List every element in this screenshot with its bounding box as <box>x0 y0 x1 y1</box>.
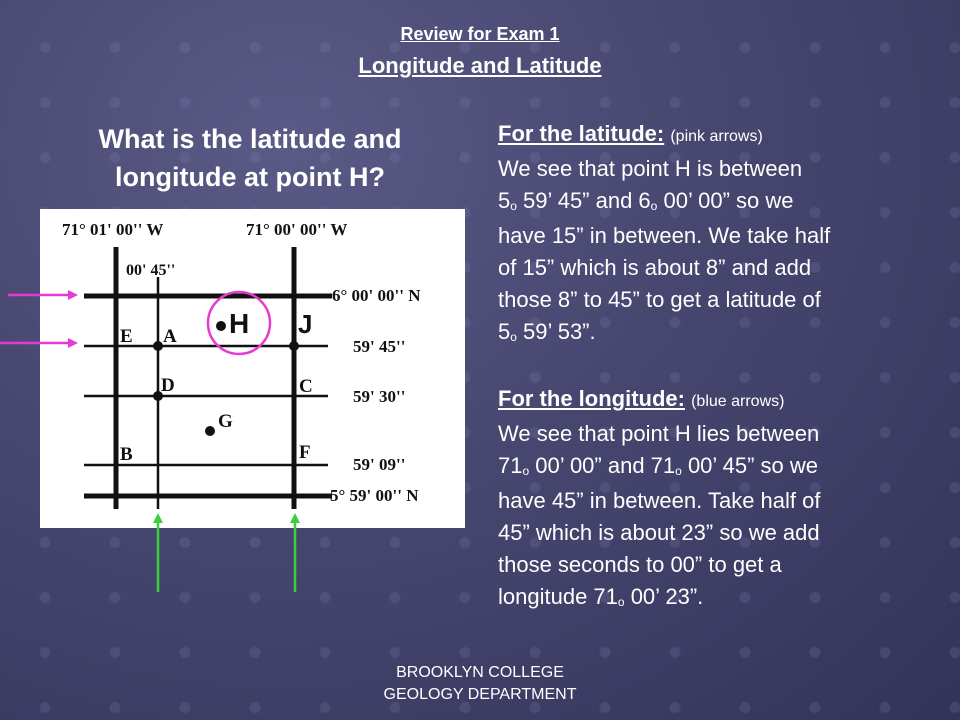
lat-label-2: 59' 45'' <box>353 337 405 356</box>
point-f-label: F <box>299 442 311 463</box>
lat-label-4: 59' 09'' <box>353 455 405 474</box>
lat-label-3: 59' 30'' <box>353 387 405 406</box>
question-text: What is the latitude and longitude at po… <box>98 124 402 192</box>
degree-mark: o <box>510 330 517 344</box>
degree-mark: o <box>510 199 517 213</box>
latitude-heading-line: For the latitude: (pink arrows) <box>498 118 938 153</box>
point-j-label: J <box>298 309 312 339</box>
slide-title: Review for Exam 1 <box>400 24 560 44</box>
lon-label-mid: 00' 45'' <box>126 262 175 279</box>
longitude-note: (blue arrows) <box>691 393 785 410</box>
longitude-line-1: We see that point H lies between <box>498 421 820 446</box>
green-arrow-left-head <box>153 513 163 523</box>
latitude-line-2-part-a: 5 <box>498 188 511 213</box>
arrow-overlay <box>0 290 300 592</box>
latitude-line-2: 5o 59’ 45” and 6o 00’ 00” so we <box>498 185 938 220</box>
lat-label-bottom: 5° 59' 00'' N <box>330 486 419 505</box>
latitude-line-2-part-b: 59’ 45” and 6 <box>516 188 651 213</box>
point-d-label: D <box>161 375 175 396</box>
point-a-label: A <box>163 326 177 347</box>
latitude-line-4: of 15” which is about 8” and add <box>498 255 812 280</box>
longitude-line-6-part-b: 00’ 23”. <box>624 584 704 609</box>
latitude-line-6-part-a: 5 <box>498 319 511 344</box>
footer-line-2: GEOLOGY DEPARTMENT <box>383 686 577 703</box>
longitude-heading-line: For the longitude: (blue arrows) <box>498 383 938 418</box>
point-g-dot <box>205 426 215 436</box>
longitude-line-2-part-c: 00’ 45” so we <box>681 453 818 478</box>
section-spacer <box>498 351 938 383</box>
latitude-line-6: 5o 59’ 53”. <box>498 316 938 351</box>
pink-arrow-upper-head <box>68 290 78 300</box>
point-h-highlight-circle <box>206 290 272 356</box>
longitude-line-6: longitude 71o 00’ 23”. <box>498 581 938 616</box>
latitude-line-1: We see that point H is between <box>498 156 803 181</box>
explanation-column: For the latitude: (pink arrows) We see t… <box>498 118 938 616</box>
longitude-heading: For the longitude: <box>498 386 685 411</box>
pink-arrow-lower-head <box>68 338 78 348</box>
point-h-label: H <box>229 308 249 339</box>
degree-mark: o <box>650 199 658 213</box>
degree-mark: o <box>617 595 625 609</box>
point-b-label: B <box>120 444 133 465</box>
lat-label-top: 6° 00' 00'' N <box>332 286 421 305</box>
longitude-line-3: have 45” in between. Take half of <box>498 488 821 513</box>
point-d-dot <box>153 391 163 401</box>
longitude-line-2-part-a: 71 <box>498 453 523 478</box>
longitude-line-2-part-b: 00’ 00” and 71 <box>529 453 676 478</box>
grid-map-svg: 71° 01' 00'' W 71° 00' 00'' W 00' 45'' 6… <box>62 220 421 509</box>
latitude-line-2-part-c: 00’ 00” so we <box>657 188 794 213</box>
latitude-line-3: have 15” in between. We take half <box>498 223 831 248</box>
longitude-line-5: those seconds to 00” to get a <box>498 552 782 577</box>
degree-mark: o <box>522 464 530 478</box>
point-h-dot <box>216 321 226 331</box>
lon-label-west: 71° 01' 00'' W <box>62 220 163 239</box>
footer: BROOKLYN COLLEGE GEOLOGY DEPARTMENT <box>0 662 960 706</box>
point-a-dot <box>153 341 163 351</box>
slide-subtitle: Longitude and Latitude <box>358 53 602 78</box>
grid-map: 71° 01' 00'' W 71° 00' 00'' W 00' 45'' 6… <box>40 209 465 528</box>
point-e-label: E <box>120 326 133 347</box>
latitude-line-5: those 8” to 45” to get a latitude of <box>498 287 821 312</box>
green-arrow-right-head <box>290 513 300 523</box>
latitude-note: (pink arrows) <box>670 128 763 145</box>
degree-mark: o <box>675 464 682 478</box>
point-j-dot <box>289 341 299 351</box>
longitude-line-4: 45” which is about 23” so we add <box>498 520 820 545</box>
point-g-label: G <box>218 411 233 432</box>
lon-label-east: 71° 00' 00'' W <box>246 220 347 239</box>
longitude-line-6-part-a: longitude 71 <box>498 584 618 609</box>
footer-line-1: BROOKLYN COLLEGE <box>396 664 564 681</box>
point-c-label: C <box>299 376 313 397</box>
longitude-line-2: 71o 00’ 00” and 71o 00’ 45” so we <box>498 450 938 485</box>
latitude-heading: For the latitude: <box>498 121 665 146</box>
latitude-line-6-part-b: 59’ 53”. <box>516 319 596 344</box>
